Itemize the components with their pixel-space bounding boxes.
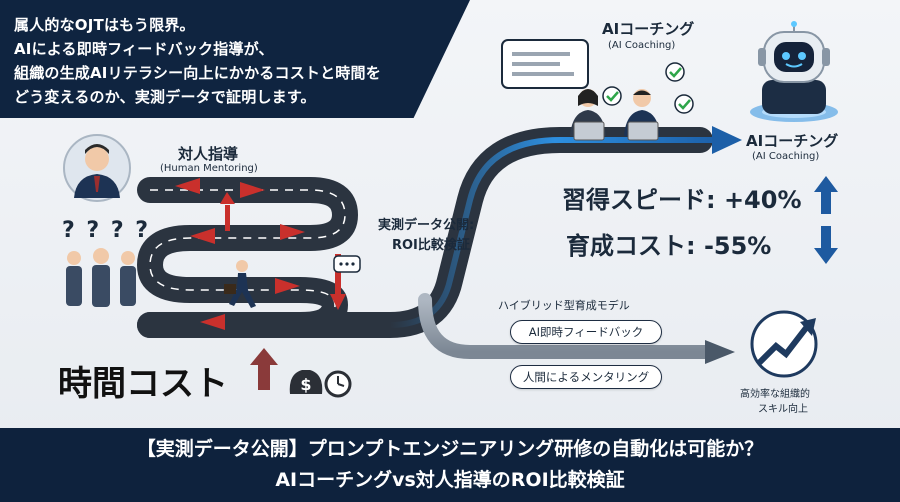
speech-bubble-icon (333, 255, 361, 273)
headline-line-2: AIコーチングvs対人指導のROI比較検証 (275, 469, 625, 491)
question-marks: ? ? ? ? (62, 218, 151, 243)
intro-line-4: どう変えるのか、実測データで証明します。 (14, 88, 316, 106)
cost-up-arrow-shaft (258, 362, 270, 390)
check-mark-icons (602, 62, 694, 114)
ai-top-subtitle: (AI Coaching) (608, 40, 676, 51)
hybrid-title: ハイブリッド型育成モデル (498, 299, 630, 312)
pill-ai-feedback: AI即時フィードバック (510, 320, 662, 344)
pill-human-mentoring: 人間によるメンタリング (510, 365, 662, 389)
time-cost-label: 時間コスト (58, 364, 228, 404)
result-line-2: スキル向上 (758, 404, 808, 415)
intro-line-3: 組織の生成AIリテラシー向上にかかるコストと時間を (14, 64, 381, 82)
hybrid-road (418, 293, 717, 359)
intro-line-2: AIによる即時フィードバック指導が、 (14, 40, 274, 58)
chat-window-icon (501, 39, 589, 89)
human-title: 対人指導 (178, 145, 239, 163)
headline-line-1: 【実測データ公開】プロンプトエンジニアリング研修の自動化は可能か？ (136, 438, 764, 460)
running-person-icon (224, 260, 256, 308)
ai-right-title: AIコーチング (746, 132, 839, 150)
ai-right-subtitle: (AI Coaching) (752, 151, 820, 162)
confused-team-icon (66, 248, 136, 307)
center-label-1: 実測データ公開: (378, 218, 475, 233)
ai-robot-icon (750, 21, 838, 122)
mentor-avatar-icon (63, 134, 131, 202)
speed-metric: 習得スピード: +40% (562, 186, 802, 214)
ai-top-title: AIコーチング (602, 20, 695, 38)
learners-laptop-icon (570, 89, 660, 141)
svg-text:$: $ (300, 375, 311, 394)
human-subtitle: (Human Mentoring) (160, 163, 258, 174)
red-arrows (175, 178, 346, 330)
money-clock-icon: $ (289, 370, 352, 398)
growth-chart-icon (750, 310, 818, 378)
intro-panel: 属人的なOJTはもう限界。 AIによる即時フィードバック指導が、 組織の生成AI… (0, 0, 470, 118)
headline-bar: 【実測データ公開】プロンプトエンジニアリング研修の自動化は可能か？ AIコーチン… (0, 428, 900, 502)
center-label-2: ROI比較検証 (392, 238, 470, 253)
intro-line-1: 属人的なOJTはもう限界。 (14, 16, 195, 34)
ai-arrow-head (712, 126, 742, 154)
result-line-1: 高効率な組織的 (740, 389, 810, 400)
cost-metric: 育成コスト: -55% (566, 232, 772, 260)
